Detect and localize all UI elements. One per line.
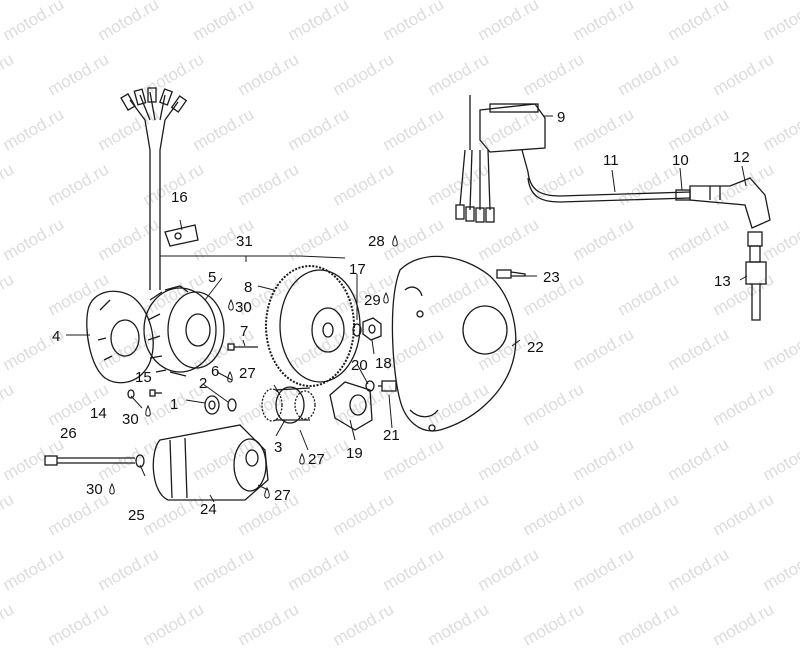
- callout-labels: 1 2 3 4 5 6 7 8 9 10 11 12 13 14 15 16 1…: [52, 109, 750, 524]
- watermark-text: motod.ru: [44, 599, 113, 650]
- screw-7: [227, 343, 258, 351]
- callout-19: 19: [346, 445, 363, 462]
- callout-22: 22: [527, 339, 544, 356]
- watermark-text: motod.ru: [424, 599, 493, 650]
- callout-24: 24: [200, 501, 217, 518]
- callout-18: 18: [375, 355, 392, 372]
- callout-30-a: 30: [235, 299, 252, 316]
- callout-12: 12: [733, 149, 750, 166]
- washer-25: [135, 454, 145, 468]
- callout-27-c: 27: [274, 487, 291, 504]
- screw-21: [378, 380, 397, 392]
- callout-7: 7: [240, 323, 248, 340]
- watermark-text: motod.ru: [139, 599, 208, 650]
- flywheel-cover-22: [391, 255, 517, 432]
- stator-assembly-5: [143, 285, 225, 377]
- starter-bracket-19: [329, 381, 373, 431]
- flywheel-8: [265, 265, 361, 387]
- watermark-text: motod.ru: [329, 599, 398, 650]
- callout-25: 25: [128, 507, 145, 524]
- callout-2: 2: [199, 375, 207, 392]
- long-bolt-26: [44, 455, 135, 466]
- callout-29: 29: [364, 292, 381, 309]
- bushing-1: [204, 395, 220, 415]
- callout-27-a: 27: [239, 365, 256, 382]
- callout-30-c: 30: [86, 481, 103, 498]
- callout-1: 1: [170, 396, 178, 413]
- callout-10: 10: [672, 152, 689, 169]
- starter-drive-gear-3: [261, 386, 316, 424]
- callout-20: 20: [351, 357, 368, 374]
- callout-30-b: 30: [122, 411, 139, 428]
- stator-wiring-harness: [120, 87, 188, 290]
- callout-5: 5: [208, 269, 216, 286]
- washer-20: [365, 380, 375, 392]
- callout-27-b: 27: [308, 451, 325, 468]
- callout-8: 8: [244, 279, 252, 296]
- watermark-text: motod.ru: [519, 599, 588, 650]
- callout-3: 3: [274, 439, 282, 456]
- ht-cable-11: [527, 171, 691, 203]
- callout-14: 14: [90, 405, 107, 422]
- spark-plug-cap-12: [689, 177, 771, 229]
- watermark-text: motod.ru: [0, 599, 18, 650]
- washer-2: [227, 398, 237, 412]
- watermark-text: motod.ru: [709, 599, 778, 650]
- callout-21: 21: [383, 427, 400, 444]
- callout-15: 15: [135, 369, 152, 386]
- callout-9: 9: [557, 109, 565, 126]
- watermark-text: motod.ru: [234, 599, 303, 650]
- ignition-coil-9: [455, 95, 546, 223]
- callout-11: 11: [603, 152, 619, 169]
- callout-13: 13: [714, 273, 731, 290]
- spark-plug-13: [745, 231, 767, 321]
- callout-31: 31: [236, 233, 253, 250]
- starter-motor-24: [152, 424, 269, 501]
- callout-16: 16: [171, 189, 188, 206]
- cable-clip-16: [164, 224, 199, 247]
- washer-14: [127, 389, 135, 399]
- callout-6: 6: [211, 363, 219, 380]
- stator-backplate-4: [86, 290, 154, 384]
- washer-17: [352, 323, 362, 337]
- callout-26: 26: [60, 425, 77, 442]
- screw-15: [149, 389, 162, 397]
- callout-28: 28: [368, 233, 385, 250]
- watermark-text: motod.ru: [614, 599, 683, 650]
- nut-18: [362, 317, 382, 341]
- callout-17: 17: [349, 261, 366, 278]
- drop-icons: [109, 234, 398, 499]
- exploded-parts-diagram: 1 2 3 4 5 6 7 8 9 10 11 12 13 14 15 16 1…: [44, 87, 771, 524]
- leader-lines: [66, 115, 748, 503]
- callout-23: 23: [543, 269, 560, 286]
- screw-23: [496, 269, 526, 279]
- callout-4: 4: [52, 328, 60, 345]
